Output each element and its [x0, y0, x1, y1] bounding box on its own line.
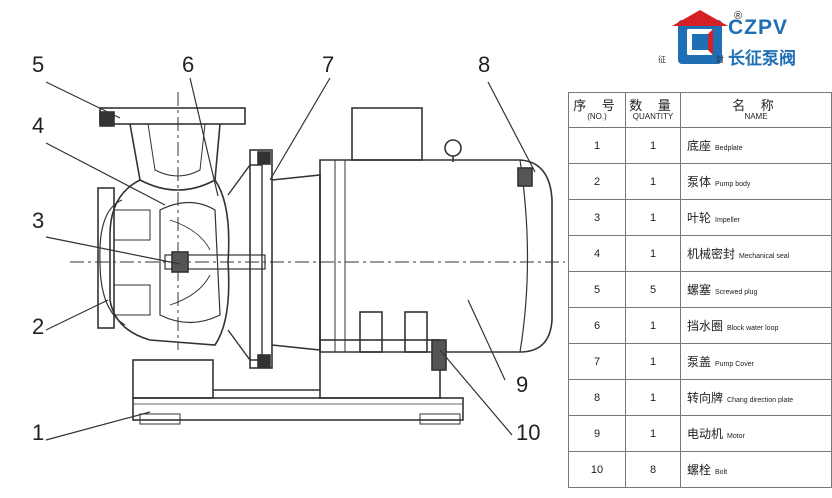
- brand-logo: ® CZPV 长征泵阀 征 封: [658, 10, 830, 70]
- motor-top-box: [351, 107, 423, 161]
- registered-mark: ®: [734, 10, 743, 22]
- motor-foot: [319, 339, 441, 399]
- outlet-flange: [99, 107, 246, 125]
- motor-body: [319, 159, 553, 353]
- logo-chinese-text: 长征泵阀: [728, 49, 796, 68]
- shaft: [164, 254, 266, 270]
- callout-7: 7: [322, 52, 335, 77]
- callout-4: 4: [32, 113, 45, 138]
- cover-flange: [249, 149, 273, 369]
- header-name: 名 称 NAME: [680, 92, 832, 128]
- callout-9: 9: [516, 372, 529, 397]
- impeller: [159, 201, 221, 324]
- callout-1: 1: [32, 420, 45, 445]
- callout-5: 5: [32, 52, 45, 77]
- callout-2: 2: [32, 314, 45, 339]
- lifting-eye: [444, 139, 462, 157]
- inlet-flange: [97, 187, 115, 329]
- header-quantity: 数 量 QUANTITY: [625, 92, 681, 128]
- pump-foot: [132, 359, 214, 399]
- logo-brand-text: CZPV: [728, 16, 789, 39]
- logo-small-right: 封: [716, 55, 724, 64]
- volute: [109, 179, 230, 346]
- callout-6: 6: [182, 52, 195, 77]
- logo-mark-icon: [672, 10, 728, 64]
- header-no: 序 号 (NO.): [568, 92, 626, 128]
- logo-small-left: 征: [658, 55, 666, 64]
- table-header-row: 序 号 (NO.) 数 量 QUANTITY 名 称 NAME: [568, 92, 832, 128]
- bedplate: [132, 397, 464, 421]
- callout-10: 10: [516, 420, 541, 445]
- pump-cover: [227, 164, 263, 361]
- callout-8: 8: [478, 52, 491, 77]
- callout-3: 3: [32, 208, 45, 233]
